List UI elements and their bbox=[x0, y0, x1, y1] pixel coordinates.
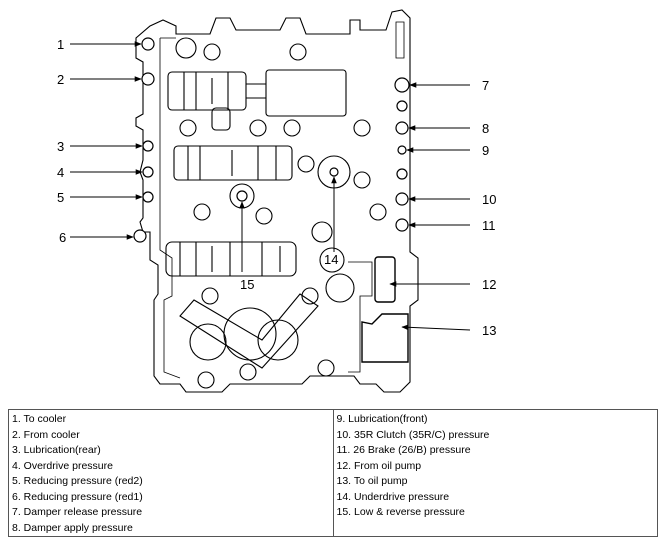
callout-1: 1 bbox=[57, 37, 64, 52]
callout-13: 13 bbox=[482, 323, 496, 338]
callout-9: 9 bbox=[482, 143, 489, 158]
callout-15: 15 bbox=[240, 277, 254, 292]
legend-item: 7. Damper release pressure bbox=[12, 506, 143, 518]
mounting-bolts bbox=[175, 37, 387, 389]
legend-item: 2. From cooler bbox=[12, 428, 80, 441]
valve-body-outline bbox=[135, 9, 419, 393]
legend-item: 3. Lubrication(rear) bbox=[12, 444, 101, 456]
legend-item: 14. Underdrive pressure bbox=[336, 490, 450, 503]
callout-4: 4 bbox=[57, 165, 64, 180]
legend-item: 12. From oil pump bbox=[336, 459, 422, 472]
valve-body-diagram: 1 2 3 4 5 6 7 8 9 10 11 12 13 14 15 bbox=[57, 9, 496, 393]
legend-column-left: 1. To cooler 2. From cooler 3. Lubricati… bbox=[9, 410, 333, 536]
callout-2: 2 bbox=[57, 72, 64, 87]
legend-table: 1. To cooler 2. From cooler 3. Lubricati… bbox=[8, 409, 658, 537]
callout-3: 3 bbox=[57, 139, 64, 154]
legend-item: 15. Low & reverse pressure bbox=[336, 506, 465, 518]
callout-11: 11 bbox=[482, 218, 496, 233]
legend-item: 11. 26 Brake (26/B) pressure bbox=[336, 444, 471, 456]
legend-item: 8. Damper apply pressure bbox=[12, 521, 133, 534]
callout-12: 12 bbox=[482, 277, 496, 292]
legend-item: 1. To cooler bbox=[12, 413, 67, 425]
legend-column-right: 9. Lubrication(front) 10. 35R Clutch (35… bbox=[332, 410, 658, 536]
legend-item: 13. To oil pump bbox=[336, 475, 408, 487]
callout-7: 7 bbox=[482, 78, 489, 93]
port-holes bbox=[133, 37, 410, 243]
callout-10: 10 bbox=[482, 192, 496, 207]
callout-numbers: 1 2 3 4 5 6 7 8 9 10 11 12 13 14 15 bbox=[57, 37, 496, 338]
callout-leaders bbox=[70, 41, 471, 331]
legend-item: 4. Overdrive pressure bbox=[12, 459, 113, 472]
legend-item: 10. 35R Clutch (35R/C) pressure bbox=[336, 428, 490, 441]
callout-5: 5 bbox=[57, 190, 64, 205]
callout-14: 14 bbox=[324, 252, 338, 267]
oil-pump-ports bbox=[361, 256, 409, 363]
valve-spools bbox=[165, 69, 347, 277]
callout-6: 6 bbox=[59, 230, 66, 245]
legend-item: 6. Reducing pressure (red1) bbox=[12, 490, 143, 503]
callout-8: 8 bbox=[482, 121, 489, 136]
legend-item: 9. Lubrication(front) bbox=[336, 413, 428, 425]
legend-item: 5. Reducing pressure (red2) bbox=[12, 475, 143, 487]
